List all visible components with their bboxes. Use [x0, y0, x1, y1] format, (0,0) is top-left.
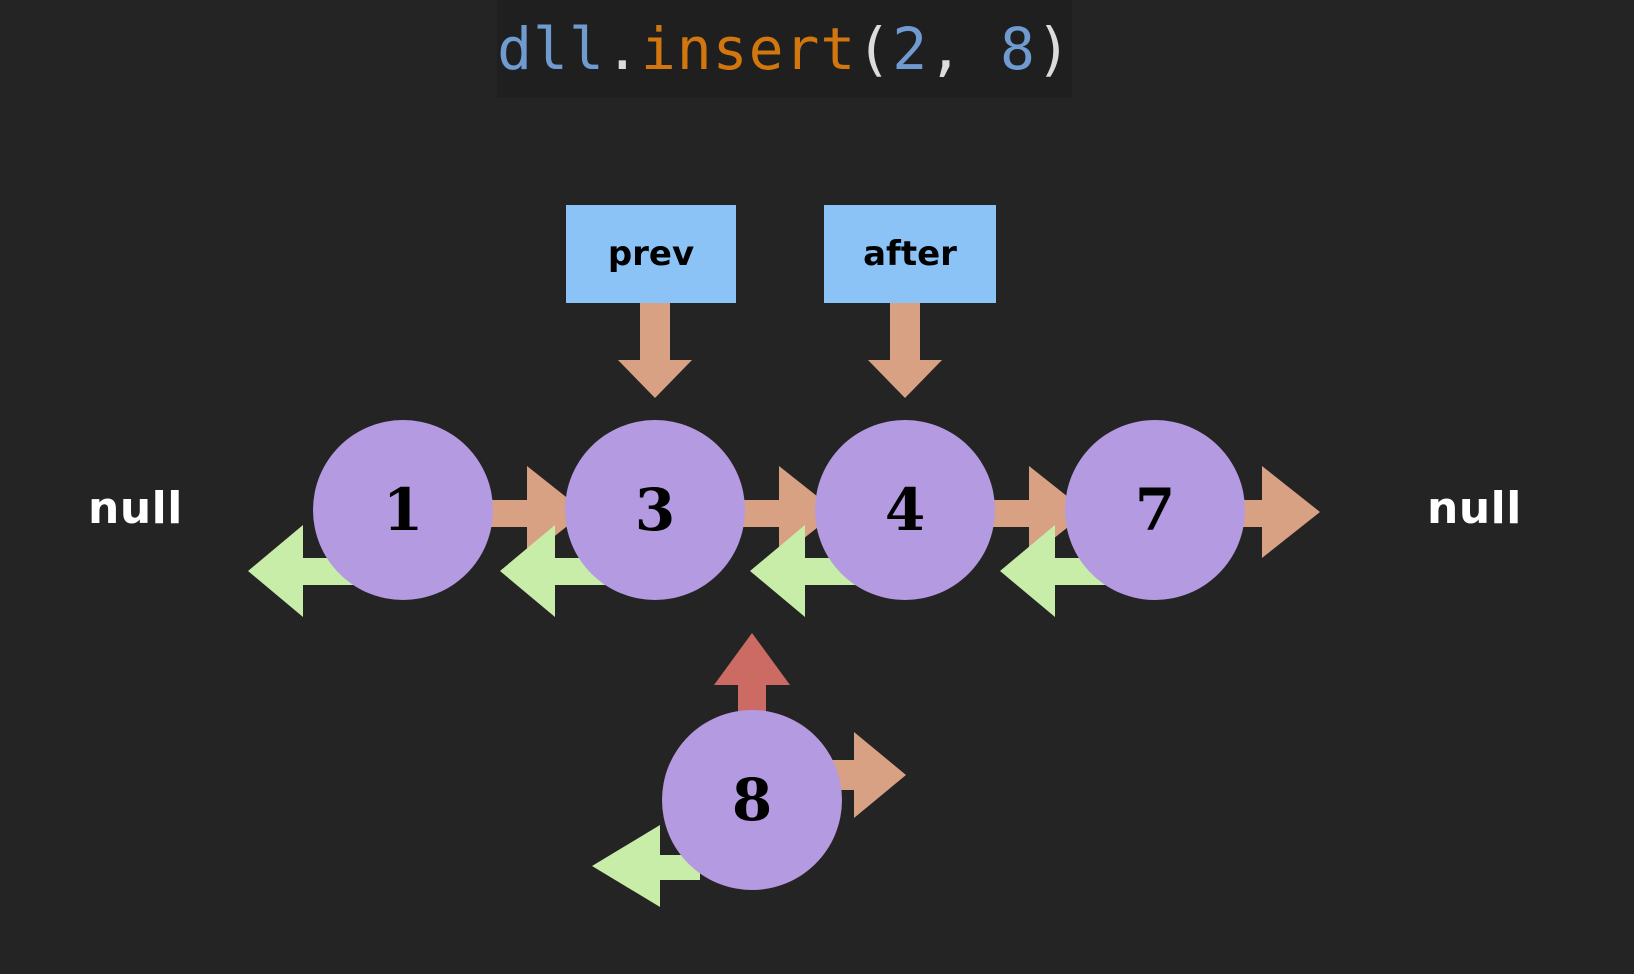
code-banner: dll.insert(2, 8)	[497, 0, 1072, 98]
insert-arrow-up	[714, 633, 790, 760]
new-node-8[interactable]: 8	[662, 710, 842, 890]
next-arrow-3-to-4	[722, 466, 837, 558]
code-token-open-paren: (	[856, 15, 893, 83]
list-node-7[interactable]: 7	[1065, 420, 1245, 600]
prev-pointer-arrow	[618, 303, 692, 398]
next-arrow-7-to-null	[1222, 466, 1320, 558]
code-token-method: insert	[640, 15, 857, 83]
list-node-1[interactable]: 1	[313, 420, 493, 600]
pointer-box-prev[interactable]: prev	[566, 205, 736, 303]
code-token-object: dll	[497, 15, 605, 83]
node-value: 1	[382, 476, 424, 544]
pointer-label-prev: prev	[607, 234, 695, 274]
next-arrow-1-to-3	[470, 466, 585, 558]
node-value: 8	[731, 766, 773, 834]
tail-null-label: null	[1427, 483, 1522, 534]
after-pointer-arrow	[868, 303, 942, 398]
new-node-next-arrow	[820, 732, 906, 818]
next-arrow-4-to-7	[972, 466, 1087, 558]
code-token-arg-index: 2	[892, 15, 929, 83]
new-node-prev-arrow	[592, 825, 700, 907]
list-node-3[interactable]: 3	[565, 420, 745, 600]
prev-arrow-4-to-3	[750, 525, 862, 617]
prev-arrow-1-to-null	[248, 525, 360, 617]
node-value: 7	[1134, 476, 1176, 544]
code-token-close-paren: )	[1035, 15, 1072, 83]
list-node-4[interactable]: 4	[815, 420, 995, 600]
pointer-box-after[interactable]: after	[824, 205, 996, 303]
node-value: 4	[884, 476, 926, 544]
head-null-label: null	[88, 483, 183, 534]
code-token-dot: .	[604, 15, 641, 83]
code-token-comma: ,	[928, 15, 1001, 83]
pointer-label-after: after	[863, 234, 957, 274]
code-token-arg-value: 8	[1000, 15, 1036, 83]
node-value: 3	[634, 476, 676, 544]
prev-arrow-7-to-4	[1000, 525, 1112, 617]
prev-arrow-3-to-1	[500, 525, 612, 617]
